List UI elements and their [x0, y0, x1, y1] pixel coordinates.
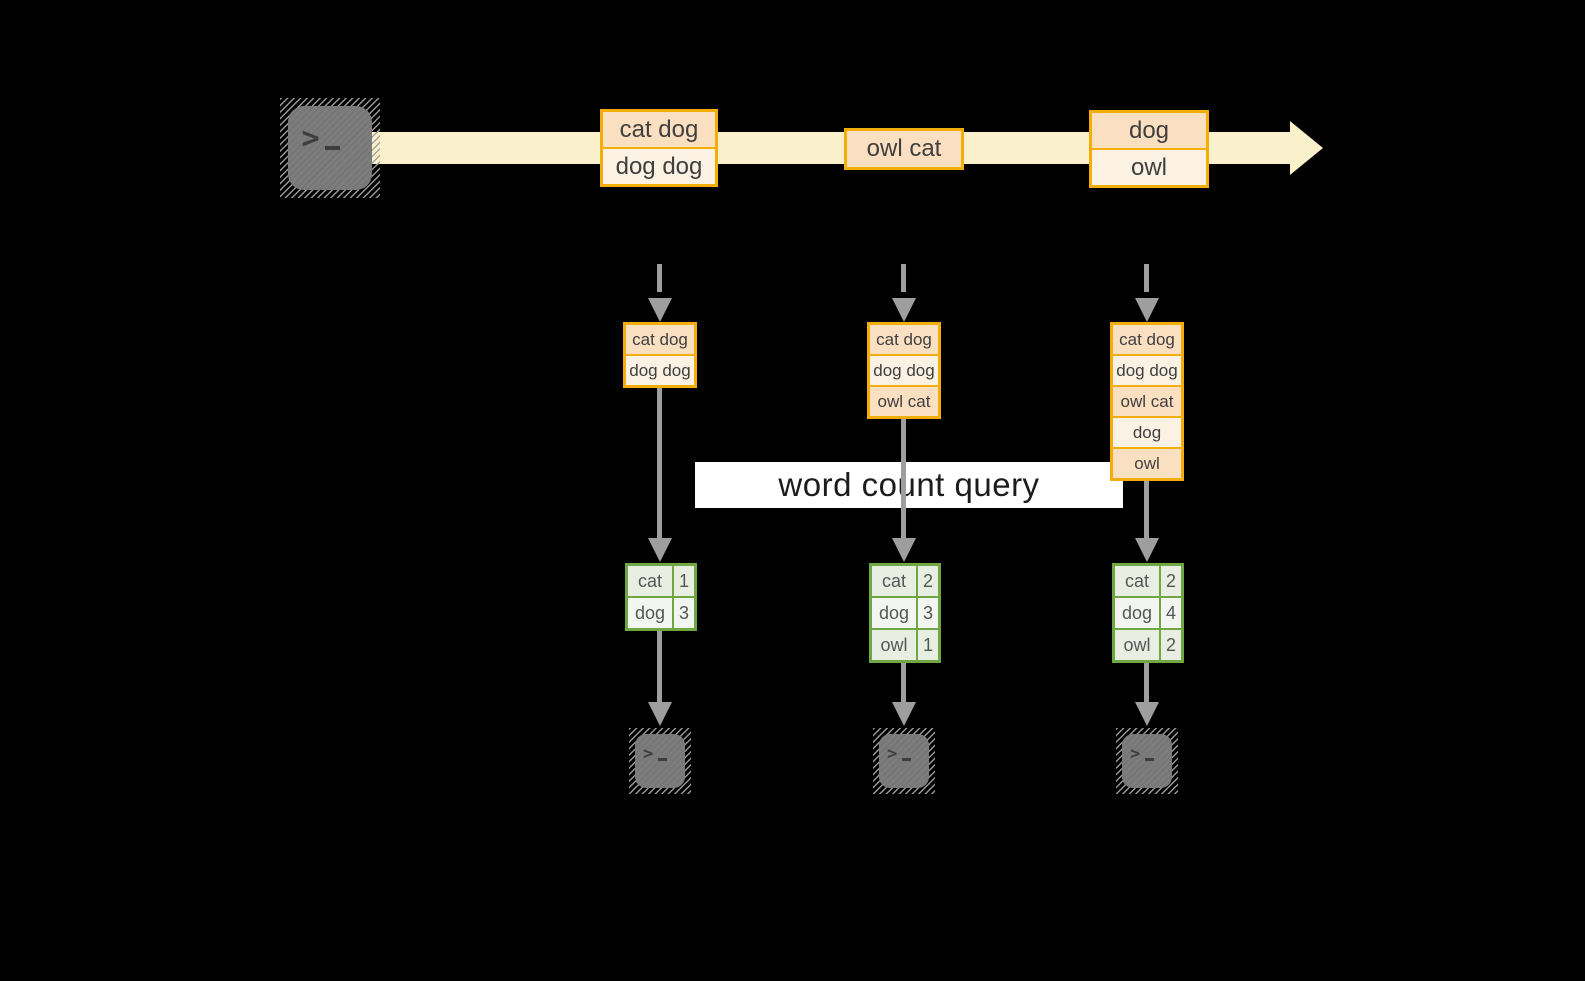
flow-line [901, 663, 906, 702]
count-word-cell: owl [872, 630, 916, 660]
terminal-screen: > [635, 734, 685, 788]
terminal-prompt-icon: > [887, 744, 912, 764]
count-word-cell: cat [872, 566, 916, 596]
micro-batch-3: cat dog dog dog owl cat dog owl [1110, 322, 1184, 481]
stream-batch-cell: cat dog [603, 112, 715, 147]
arrow-down-icon [648, 298, 672, 322]
terminal-screen: > [288, 106, 372, 190]
batch-arrow-dash [1144, 264, 1149, 292]
terminal-screen: > [1122, 734, 1172, 788]
micro-batch-cell: cat dog [870, 325, 938, 354]
stream-batch-cell: owl cat [847, 131, 961, 167]
count-value-cell: 1 [918, 630, 938, 660]
micro-batch-cell: cat dog [626, 325, 694, 354]
terminal-prompt-icon: > [643, 744, 668, 764]
batch-arrow-dash [901, 264, 906, 292]
count-value-cell: 4 [1161, 598, 1181, 628]
arrow-down-icon [892, 298, 916, 322]
micro-batch-cell: dog dog [870, 356, 938, 385]
query-label: word count query [778, 466, 1040, 503]
stream-batch-1: cat dog dog dog [600, 109, 718, 187]
micro-batch-cell: dog [1113, 418, 1181, 447]
stream-batch-cell: dog [1092, 113, 1206, 148]
arrow-down-icon [648, 538, 672, 562]
stream-batch-cell: dog dog [603, 149, 715, 184]
terminal-icon: > [280, 98, 380, 198]
stream-arrowhead-icon [1290, 121, 1323, 175]
count-table-1: cat 1 dog 3 [625, 563, 697, 631]
terminal-prompt-icon: > [301, 121, 340, 156]
count-table-2: cat 2 dog 3 owl 1 [869, 563, 941, 663]
count-value-cell: 3 [674, 598, 694, 628]
stream-batch-3: dog owl [1089, 110, 1209, 188]
flow-line [1144, 481, 1149, 538]
terminal-icon: > [629, 728, 691, 794]
terminal-screen: > [879, 734, 929, 788]
terminal-icon: > [1116, 728, 1178, 794]
count-word-cell: cat [628, 566, 672, 596]
query-label-band: word count query [695, 462, 1123, 508]
micro-batch-cell: dog dog [1113, 356, 1181, 385]
arrow-down-icon [1135, 702, 1159, 726]
count-table-3: cat 2 dog 4 owl 2 [1112, 563, 1184, 663]
count-word-cell: dog [872, 598, 916, 628]
micro-batch-cell: owl [1113, 449, 1181, 478]
count-value-cell: 2 [1161, 630, 1181, 660]
micro-batch-cell: dog dog [626, 356, 694, 385]
terminal-icon: > [873, 728, 935, 794]
micro-batch-cell: owl cat [870, 387, 938, 416]
flow-line [901, 419, 906, 538]
count-word-cell: owl [1115, 630, 1159, 660]
count-word-cell: dog [1115, 598, 1159, 628]
count-value-cell: 2 [1161, 566, 1181, 596]
terminal-prompt-icon: > [1130, 744, 1155, 764]
micro-batch-cell: owl cat [1113, 387, 1181, 416]
micro-batch-2: cat dog dog dog owl cat [867, 322, 941, 419]
count-value-cell: 1 [674, 566, 694, 596]
stream-batch-cell: owl [1092, 150, 1206, 185]
stream-batch-2: owl cat [844, 128, 964, 170]
count-value-cell: 2 [918, 566, 938, 596]
arrow-down-icon [1135, 298, 1159, 322]
arrow-down-icon [1135, 538, 1159, 562]
arrow-down-icon [892, 538, 916, 562]
micro-batch-1: cat dog dog dog [623, 322, 697, 388]
flow-line [657, 631, 662, 702]
count-value-cell: 3 [918, 598, 938, 628]
flow-line [1144, 663, 1149, 702]
batch-arrow-dash [657, 264, 662, 292]
arrow-down-icon [648, 702, 672, 726]
micro-batch-cell: cat dog [1113, 325, 1181, 354]
arrow-down-icon [892, 702, 916, 726]
count-word-cell: dog [628, 598, 672, 628]
flow-line [657, 388, 662, 538]
count-word-cell: cat [1115, 566, 1159, 596]
